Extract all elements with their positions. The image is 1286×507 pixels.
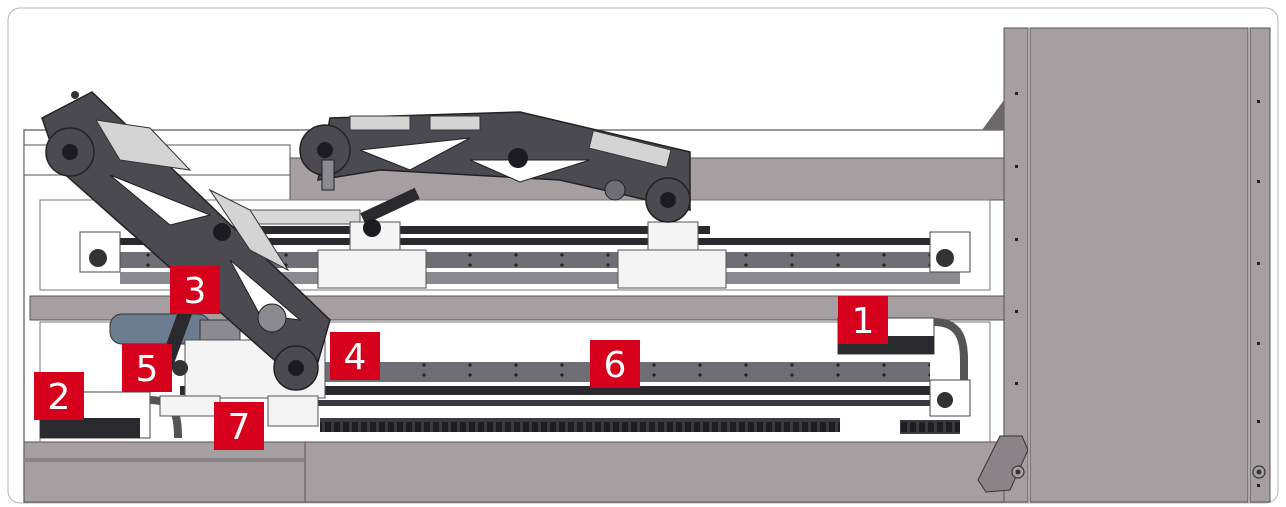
marker-6: 6 [590,340,640,388]
marker-5: 5 [122,344,172,392]
marker-4: 4 [330,332,380,380]
side-frame-column [982,27,1271,503]
marker-1-label: 1 [852,301,875,342]
mounting-bracket [977,435,1029,493]
marker-5-label: 5 [136,349,159,390]
marker-3: 3 [170,266,220,314]
marker-7: 7 [214,402,264,450]
right-transfer-arm [299,111,691,237]
marker-6-label: 6 [604,345,627,386]
marker-2-label: 2 [48,377,71,418]
marker-2: 2 [34,372,84,420]
marker-1: 1 [838,296,888,344]
cable-chain [320,418,840,432]
marker-7-label: 7 [228,407,251,448]
marker-3-label: 3 [184,271,207,312]
bottom-base-strip [23,441,1005,503]
marker-4-label: 4 [344,337,367,378]
